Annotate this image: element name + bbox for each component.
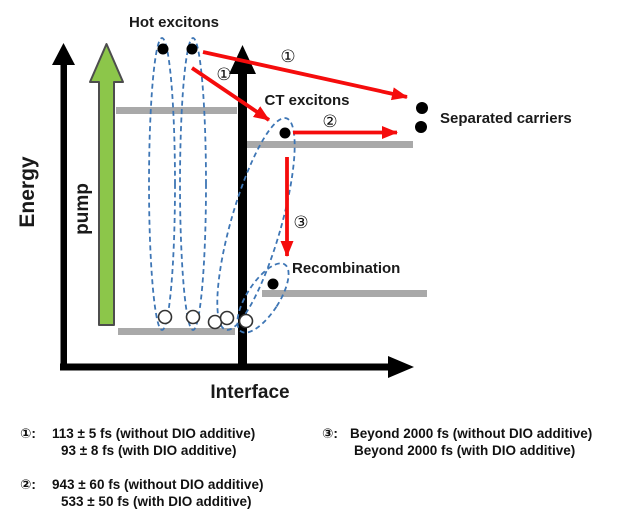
hole-circle-3: [207, 314, 223, 330]
interface-axis-arrowhead-icon: [388, 356, 414, 378]
legend-step3-prefix: ③:: [322, 426, 338, 441]
recombination-electron-dot: [267, 278, 279, 290]
ct-state-level-bar: [247, 141, 413, 148]
hole-circle-5: [238, 313, 254, 329]
separated-electron-dot-1: [416, 102, 428, 114]
energy-axis-label: Energy: [16, 156, 39, 228]
donor-excited-level-bar: [116, 107, 237, 114]
hot-electron-dot-1: [157, 43, 169, 55]
interface-boundary-line: [238, 70, 247, 370]
legend-step1-line1: 113 ± 5 fs (without DIO additive): [52, 426, 256, 441]
legend-step3-line2: Beyond 2000 fs (with DIO additive): [354, 443, 576, 458]
hole-circle-2: [185, 309, 201, 325]
step3-marker: ③: [293, 213, 308, 232]
process1-direct-separation-arrow: [202, 50, 408, 101]
legend-step1-prefix: ①:: [20, 426, 36, 441]
legend-step2-line1: 943 ± 60 fs (without DIO additive): [52, 477, 264, 492]
recombination-label: Recombination: [292, 260, 400, 277]
step1-marker-top: ①: [280, 47, 295, 66]
interface-axis-label: Interface: [210, 382, 289, 403]
pump-arrow-icon: [89, 43, 124, 326]
diagram-canvas: Hot excitons CT excitons Separated carri…: [16, 14, 572, 403]
recombination-level-bar: [262, 290, 427, 297]
interface-axis-line: [60, 363, 391, 371]
step2-marker: ②: [322, 112, 337, 131]
hot-excitons-label: Hot excitons: [129, 14, 219, 31]
hot-exciton-ellipse-1: [148, 37, 176, 331]
legend-step2-prefix: ②:: [20, 477, 36, 492]
legend-step2-line2: 533 ± 50 fs (with DIO additive): [61, 494, 252, 509]
recombination-pair-ellipse: [236, 262, 290, 334]
hole-circle-1: [157, 309, 173, 325]
ct-excitons-label: CT excitons: [264, 92, 349, 109]
legend-step3-line1: Beyond 2000 fs (without DIO additive): [350, 426, 593, 441]
hole-circle-4: [219, 310, 235, 326]
ct-electron-dot: [279, 127, 291, 139]
step1-marker-left: ①: [216, 65, 231, 84]
donor-ground-level-bar: [118, 328, 235, 335]
separated-carriers-label: Separated carriers: [440, 110, 572, 127]
energy-axis-line: [60, 60, 67, 370]
separated-electron-dot-2: [415, 121, 427, 133]
energy-axis-arrowhead-icon: [52, 43, 75, 65]
legend-step1-line2: 93 ± 8 fs (with DIO additive): [61, 443, 237, 458]
hot-electron-dot-2: [186, 43, 198, 55]
ct-exciton-ellipse: [216, 117, 296, 331]
pump-label: pump: [72, 183, 93, 235]
process1-to-ct-arrow: [190, 66, 271, 122]
hot-exciton-ellipse-2: [179, 37, 207, 331]
